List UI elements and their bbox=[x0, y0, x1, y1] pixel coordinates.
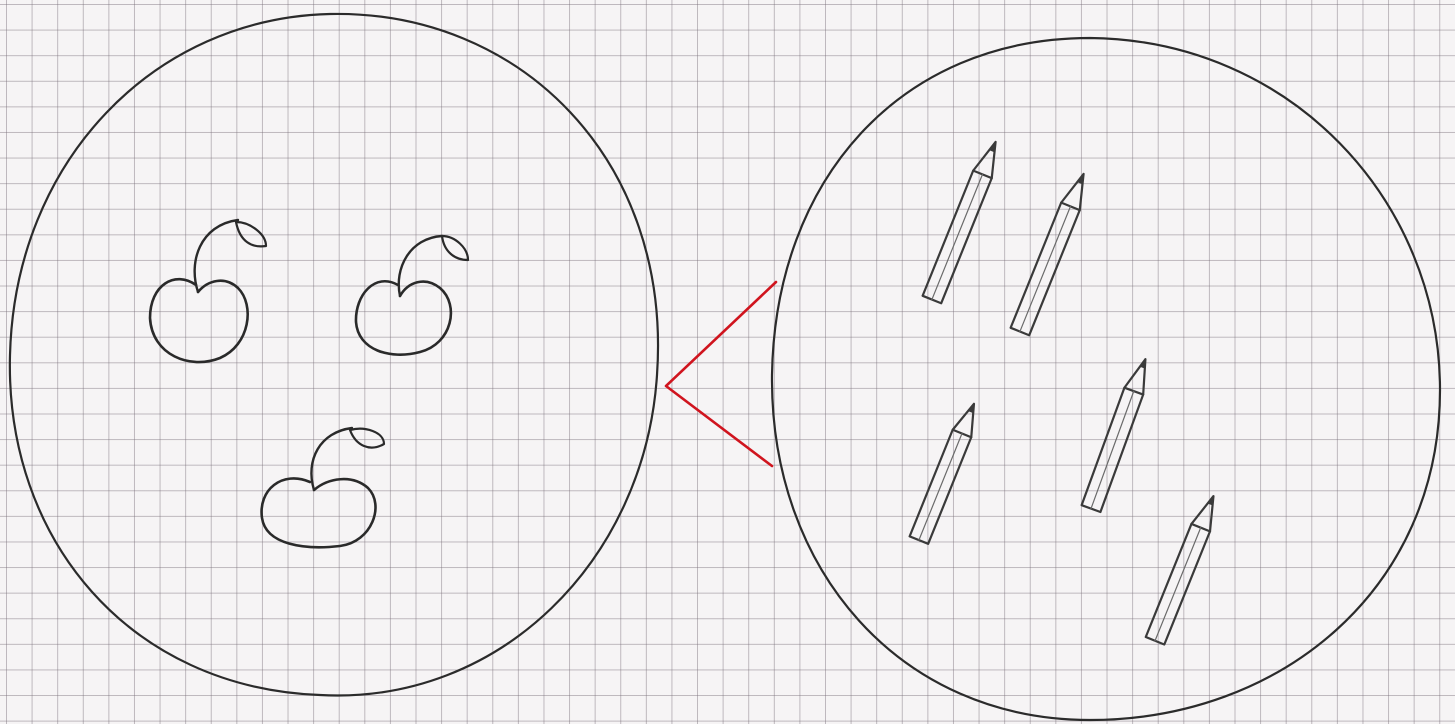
pencil-icon bbox=[1082, 356, 1155, 512]
pencil-icon bbox=[923, 138, 1005, 303]
cherry-icon bbox=[150, 220, 266, 362]
pencil-icon bbox=[1011, 170, 1093, 335]
right-set bbox=[772, 38, 1440, 720]
pencil-icon bbox=[1146, 492, 1223, 644]
pencil-icon bbox=[910, 400, 984, 544]
cherry-icon bbox=[262, 428, 384, 547]
less-than-sign bbox=[666, 282, 776, 466]
cherry-icon bbox=[356, 236, 468, 355]
right-set-circle bbox=[772, 38, 1440, 720]
left-set bbox=[10, 14, 658, 696]
left-set-circle bbox=[10, 14, 658, 696]
